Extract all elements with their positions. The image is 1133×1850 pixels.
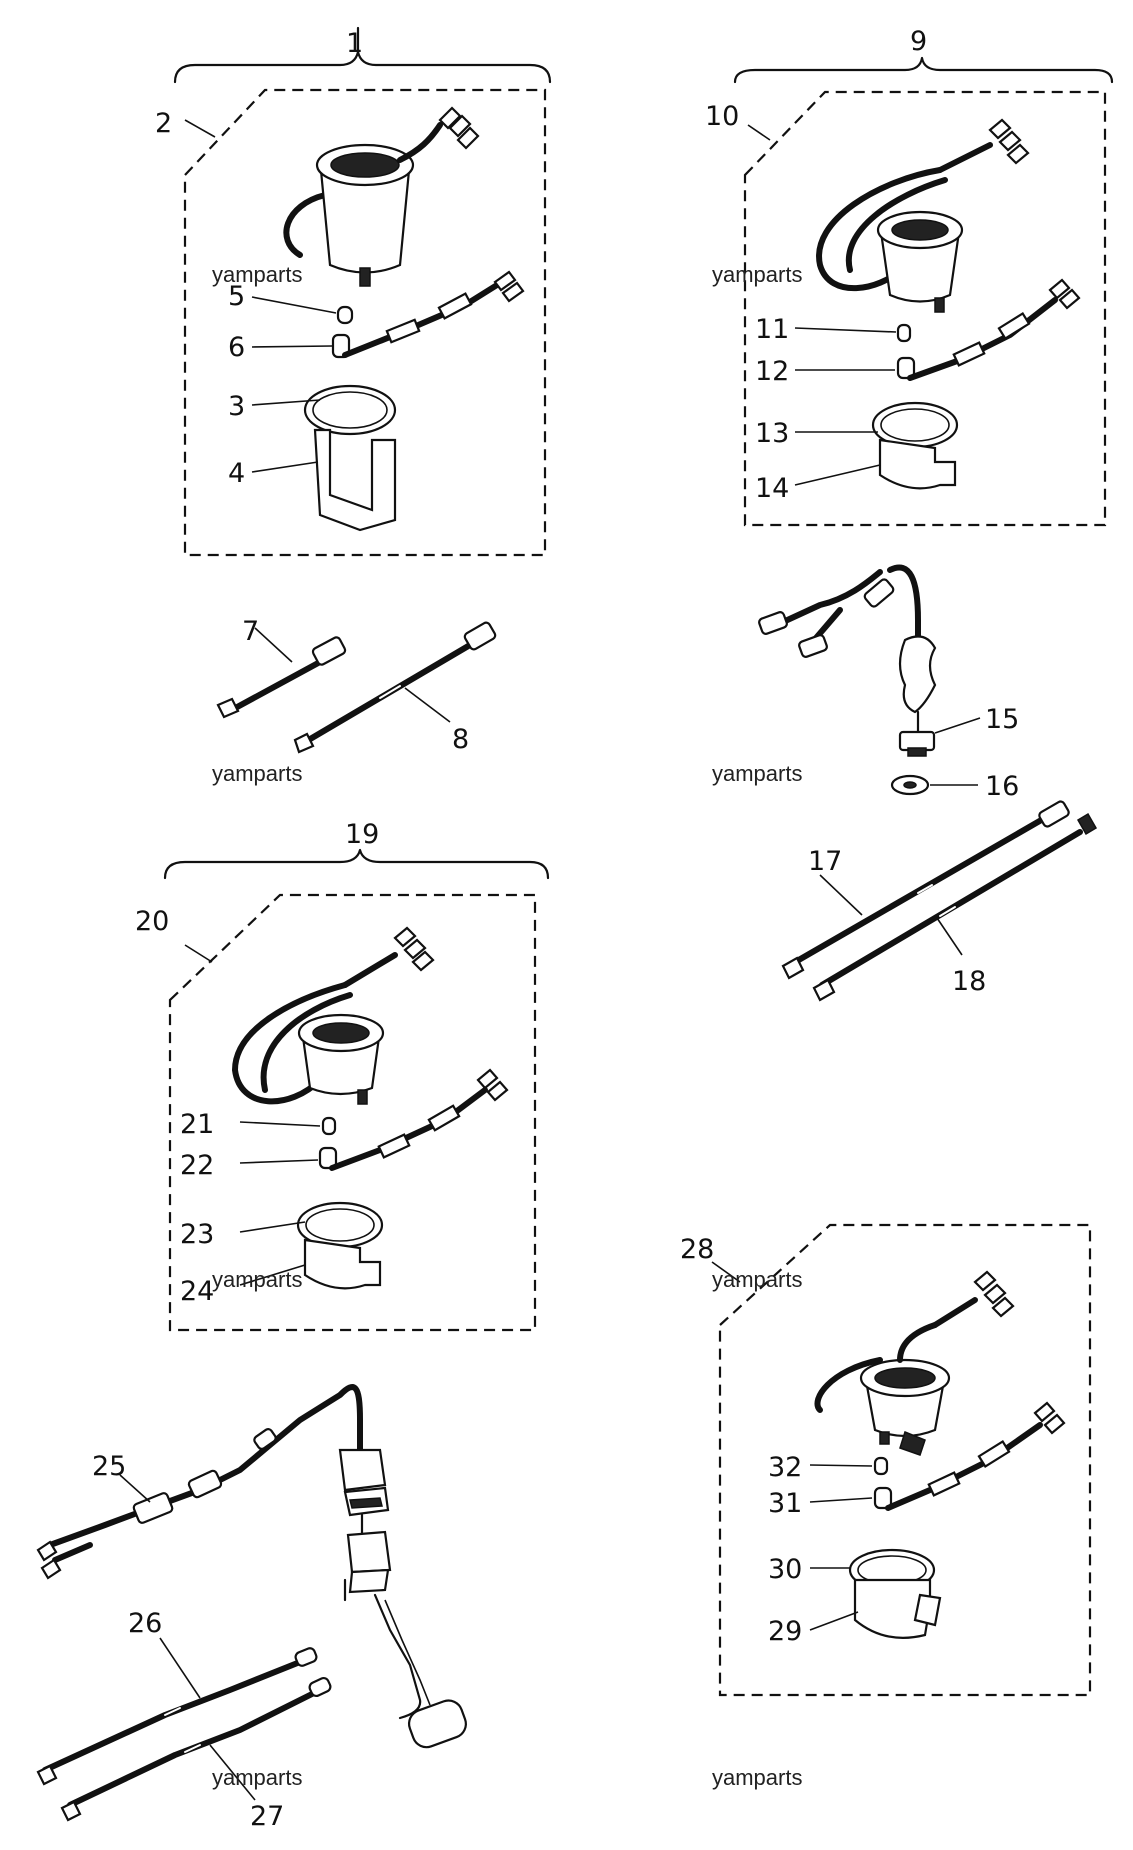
- label-14: 14: [755, 473, 789, 504]
- watermark: yamparts: [212, 262, 302, 287]
- meter-assembly-20: [232, 926, 435, 1105]
- box-20: [168, 893, 537, 1332]
- box-2: [183, 88, 547, 557]
- lead-7: [225, 659, 323, 715]
- meter-assembly-28: [814, 1270, 1015, 1456]
- lead-26: [42, 1657, 308, 1773]
- label-29: 29: [768, 1616, 802, 1647]
- group-1: 2 1 5 6 3 4: [155, 26, 552, 557]
- watermark: yamparts: [712, 1267, 802, 1292]
- sender-unit: [338, 1448, 387, 1492]
- label-4: 4: [228, 458, 245, 489]
- sensor-15-16: 15 16: [758, 564, 1019, 802]
- bracket-4: [313, 428, 397, 532]
- label-12: 12: [755, 356, 789, 387]
- bracket-9: [733, 56, 1114, 84]
- socket-12: [896, 278, 1081, 381]
- bulb-11: [896, 323, 912, 343]
- meter-assembly-10: [816, 118, 1030, 313]
- box-10: [743, 90, 1107, 527]
- label-26: 26: [128, 1608, 162, 1639]
- label-16: 16: [985, 771, 1019, 802]
- watermark: yamparts: [712, 1765, 802, 1790]
- watermark: yamparts: [212, 761, 302, 786]
- label-6: 6: [228, 332, 245, 363]
- meter-assembly-2: [283, 106, 480, 287]
- label-13: 13: [755, 418, 789, 449]
- watermark: yamparts: [212, 1765, 302, 1790]
- label-8: 8: [452, 724, 469, 755]
- label-1: 1: [346, 28, 363, 59]
- label-9: 9: [910, 26, 927, 57]
- bracket-19: [163, 848, 550, 880]
- label-5: 5: [228, 281, 245, 312]
- float: [407, 1699, 467, 1749]
- socket-31: [873, 1401, 1066, 1511]
- label-23: 23: [180, 1219, 214, 1250]
- lead-17: [787, 812, 1053, 968]
- label-7: 7: [242, 616, 259, 647]
- label-20: 20: [135, 906, 169, 937]
- label-19: 19: [345, 819, 379, 850]
- label-3: 3: [228, 391, 245, 422]
- leads-26-27: 26 27: [36, 1608, 332, 1832]
- bulb-5: [336, 305, 354, 325]
- label-10: 10: [705, 101, 739, 132]
- leads-7-8: 7 8: [216, 616, 497, 755]
- label-21: 21: [180, 1109, 214, 1140]
- watermark: yamparts: [712, 761, 802, 786]
- label-28: 28: [680, 1234, 714, 1265]
- label-30: 30: [768, 1554, 802, 1585]
- socket-22: [318, 1068, 509, 1171]
- label-17: 17: [808, 846, 842, 877]
- label-24: 24: [180, 1276, 214, 1307]
- label-27: 27: [250, 1801, 284, 1832]
- bracket-24: [303, 1238, 382, 1290]
- socket-6: [331, 270, 525, 359]
- bulb-21: [321, 1116, 337, 1136]
- harness-25: 25: [36, 1384, 467, 1749]
- label-11: 11: [755, 314, 789, 345]
- group-28: 28 32 31 30 29: [680, 1223, 1092, 1697]
- boot-15: [898, 635, 937, 714]
- bulb-32: [873, 1456, 889, 1476]
- watermark: yamparts: [212, 1267, 302, 1292]
- label-32: 32: [768, 1452, 802, 1483]
- lead-27: [67, 1687, 323, 1808]
- ring-3: [303, 384, 397, 436]
- label-25: 25: [92, 1451, 126, 1482]
- label-31: 31: [768, 1488, 802, 1519]
- leads-17-18: 17 18: [781, 800, 1098, 1002]
- bracket-14: [878, 438, 957, 490]
- watermark: yamparts: [712, 262, 802, 287]
- label-22: 22: [180, 1150, 214, 1181]
- label-2: 2: [155, 108, 172, 139]
- group-9: 9 10 11 12 13 14: [705, 26, 1114, 527]
- label-18: 18: [952, 966, 986, 997]
- label-15: 15: [985, 704, 1019, 735]
- group-19: 19 20 21 22 23 24: [135, 819, 550, 1332]
